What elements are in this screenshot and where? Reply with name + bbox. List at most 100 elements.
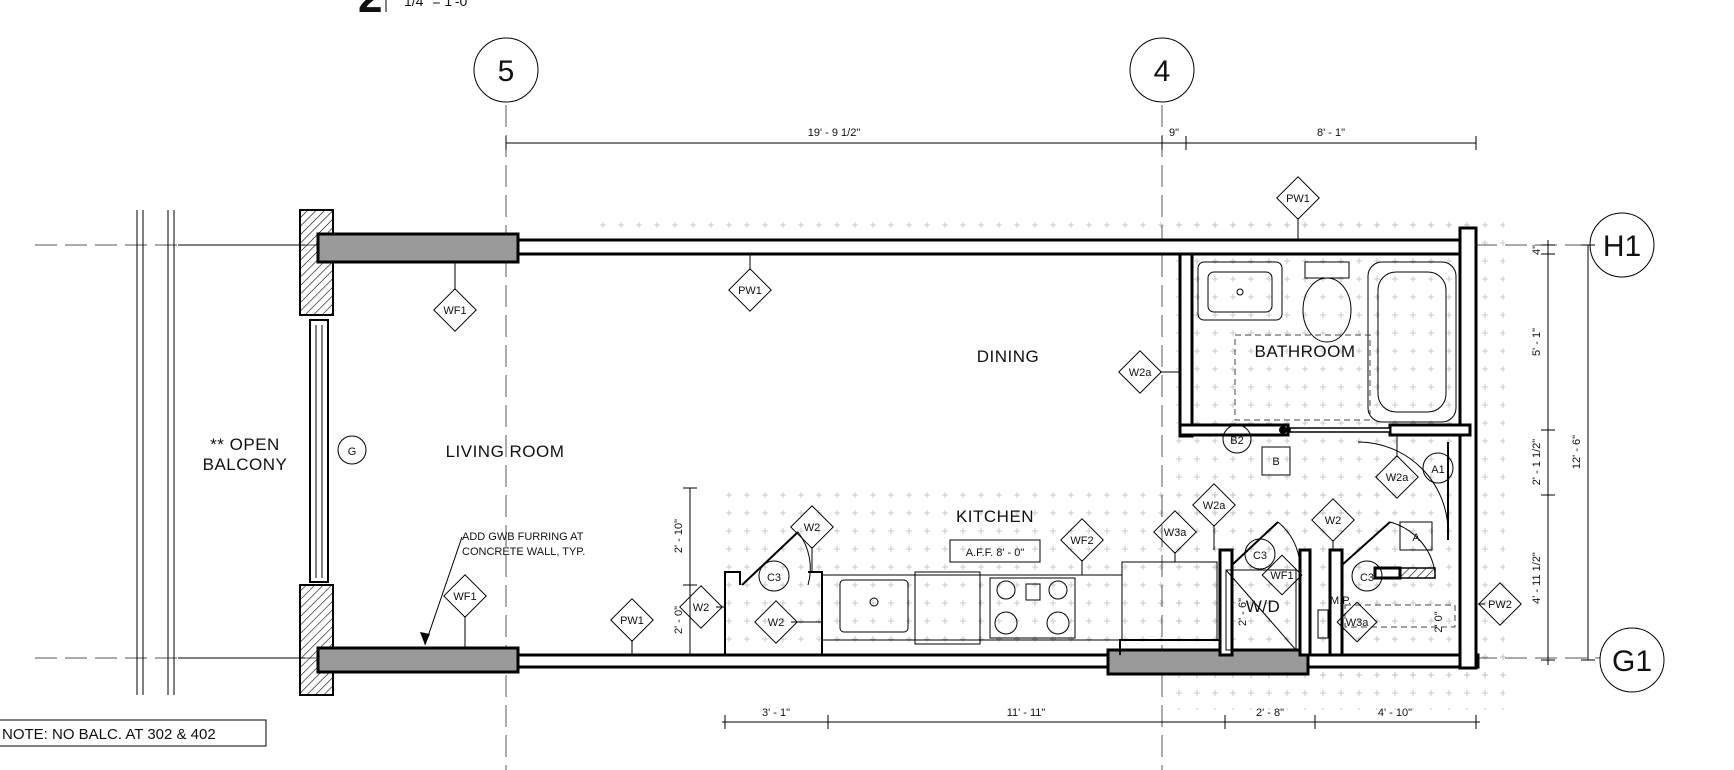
tag-a1: A1: [1431, 464, 1444, 476]
tag-pw2: PW2: [1478, 582, 1522, 626]
svg-text:WF1: WF1: [443, 305, 466, 317]
dim-kitchen-v2: 2' - 0": [673, 606, 685, 634]
dishwasher: [914, 571, 981, 645]
kitchen-counter: [821, 561, 1456, 651]
aff-note: A.F.F. 8' - 0": [966, 547, 1025, 559]
balcony-edge: [136, 210, 305, 695]
tag-wf1-wd: WF1: [1261, 554, 1303, 596]
room-balcony-line1: ** OPEN: [210, 435, 280, 454]
bathroom-fixtures: [1197, 261, 1457, 423]
tag-pw1-top: PW1: [1276, 176, 1320, 240]
wall-tags: WF1 PW1 PW1 W2a WF1 PW1 W2 W2 W2 WF2 W3a…: [433, 176, 1522, 655]
grid-bubbles: 5 4 H1 G1: [473, 37, 1665, 693]
tag-pw1-bottom: PW1: [610, 598, 654, 655]
range: [989, 577, 1076, 639]
tile-areas: [600, 210, 1510, 710]
grid-label-h1: H1: [1603, 230, 1641, 263]
room-wd: W/D: [1246, 597, 1281, 616]
bathroom-sink: [1197, 261, 1283, 321]
tag-pw1-dining: PW1: [728, 254, 772, 312]
svg-text:W2a: W2a: [1129, 367, 1153, 379]
grid-label-5: 5: [498, 55, 515, 88]
tag-wf1-bottom: WF1: [443, 574, 487, 648]
svg-text:W3a: W3a: [1164, 527, 1188, 539]
exterior-walls: [516, 226, 1480, 670]
title-block: 2 1/4" = 1'-0": [358, 0, 472, 22]
svg-text:W2: W2: [768, 617, 785, 629]
dim-right-4: 4' - 11 1/2": [1531, 552, 1543, 604]
refrigerator: [1121, 561, 1218, 641]
tag-w2-bottom: W2: [754, 600, 822, 644]
svg-text:WF2: WF2: [1070, 535, 1093, 547]
room-bathroom: BATHROOM: [1255, 342, 1356, 361]
dim-kitchen-v1: 2' - 10": [673, 519, 685, 553]
dim-bottom-2: 11' - 11": [1007, 707, 1046, 719]
bathtub: [1367, 261, 1457, 423]
kitchen-sink: [839, 579, 909, 633]
grid-bubble-5: [473, 37, 539, 103]
svg-text:W2: W2: [1325, 515, 1342, 527]
tag-w2a-dining: W2a: [1118, 350, 1180, 394]
tag-wf1-top: WF1: [433, 262, 477, 332]
tag-w3a-kitchen: W3a: [1153, 510, 1197, 562]
svg-text:W2a: W2a: [1386, 472, 1410, 484]
room-dining: DINING: [977, 347, 1040, 366]
tag-w2a-kitchen: W2a: [1192, 483, 1236, 550]
svg-text:PW1: PW1: [738, 285, 762, 297]
dim-top-right: 8' - 1": [1317, 127, 1345, 139]
tag-b: B: [1272, 456, 1279, 468]
tag-c3-left: C3: [767, 572, 781, 584]
svg-text:PW1: PW1: [620, 615, 644, 627]
dim-wd-v: 2' - 6": [1237, 598, 1249, 626]
dim-bottom-4: 4' - 10": [1378, 707, 1412, 719]
grid-bubble-g1: [1599, 627, 1665, 693]
dim-bottom-1: 3' - 1": [762, 707, 790, 719]
circle-tags: G C3 C3 C3 B2 A1 B A M.P.: [337, 424, 1454, 607]
svg-text:PW1: PW1: [1286, 193, 1310, 205]
room-living: LIVING ROOM: [446, 442, 565, 461]
balcony-wall: [299, 209, 334, 696]
tag-g: G: [348, 446, 357, 458]
annotations: ADD GWB FURRING AT CONCRETE WALL, TYP. A…: [0, 531, 1041, 747]
balcony-note: NOTE: NO BALC. AT 302 & 402: [2, 726, 216, 743]
bathroom-walls: [1178, 252, 1472, 438]
scale-note: 1/4" = 1'-0": [404, 0, 472, 9]
svg-text:W2a: W2a: [1203, 500, 1227, 512]
dim-top-main: 19' - 9 1/2": [808, 127, 861, 139]
tag-c3-right: C3: [1360, 572, 1374, 584]
tag-w2-kitchen: W2: [790, 505, 834, 572]
tag-c3-mid: C3: [1253, 550, 1267, 562]
svg-text:WF1: WF1: [453, 591, 476, 603]
dim-bottom-3: 2' - 8": [1256, 707, 1284, 719]
room-labels: LIVING ROOM DINING KITCHEN BATHROOM ** O…: [203, 342, 1356, 616]
tag-w3a-right: W3a: [1336, 601, 1378, 643]
concrete-walls: [316, 232, 1310, 676]
tag-w2a-right: W2a: [1375, 435, 1419, 499]
grid-label-g1: G1: [1612, 645, 1652, 678]
svg-text:W3a: W3a: [1346, 617, 1370, 629]
grid-bubble-4: [1129, 37, 1195, 103]
svg-text:W2: W2: [693, 602, 710, 614]
tag-a: A: [1412, 532, 1420, 544]
washer-dryer: [1225, 569, 1297, 651]
svg-text:W2: W2: [804, 522, 821, 534]
dimensions: 19' - 9 1/2" 9" 8' - 1" 3' - 1" 11' - 11…: [505, 127, 1595, 729]
tag-w2-left: W2: [679, 585, 725, 629]
grid-label-4: 4: [1154, 55, 1171, 88]
dim-right-1: 4": [1531, 245, 1543, 255]
room-kitchen: KITCHEN: [956, 507, 1034, 526]
dim-right-2: 5' - 1": [1531, 328, 1543, 356]
tag-w2-right: W2: [1311, 498, 1355, 550]
dim-top-small: 9": [1169, 127, 1179, 139]
bathroom-door: [1357, 441, 1449, 540]
tag-wf2: WF2: [1060, 518, 1104, 575]
dim-closet-v: 2' 0": [1433, 611, 1445, 632]
detail-number: 2: [358, 0, 382, 22]
tag-b2: B2: [1230, 435, 1243, 447]
kitchen-walls: [724, 521, 1436, 657]
furring-note-line1: ADD GWB FURRING AT: [462, 531, 584, 543]
svg-text:WF1: WF1: [1270, 570, 1293, 582]
room-balcony-line2: BALCONY: [203, 455, 288, 474]
dim-right-overall: 12' - 6": [1571, 435, 1583, 469]
